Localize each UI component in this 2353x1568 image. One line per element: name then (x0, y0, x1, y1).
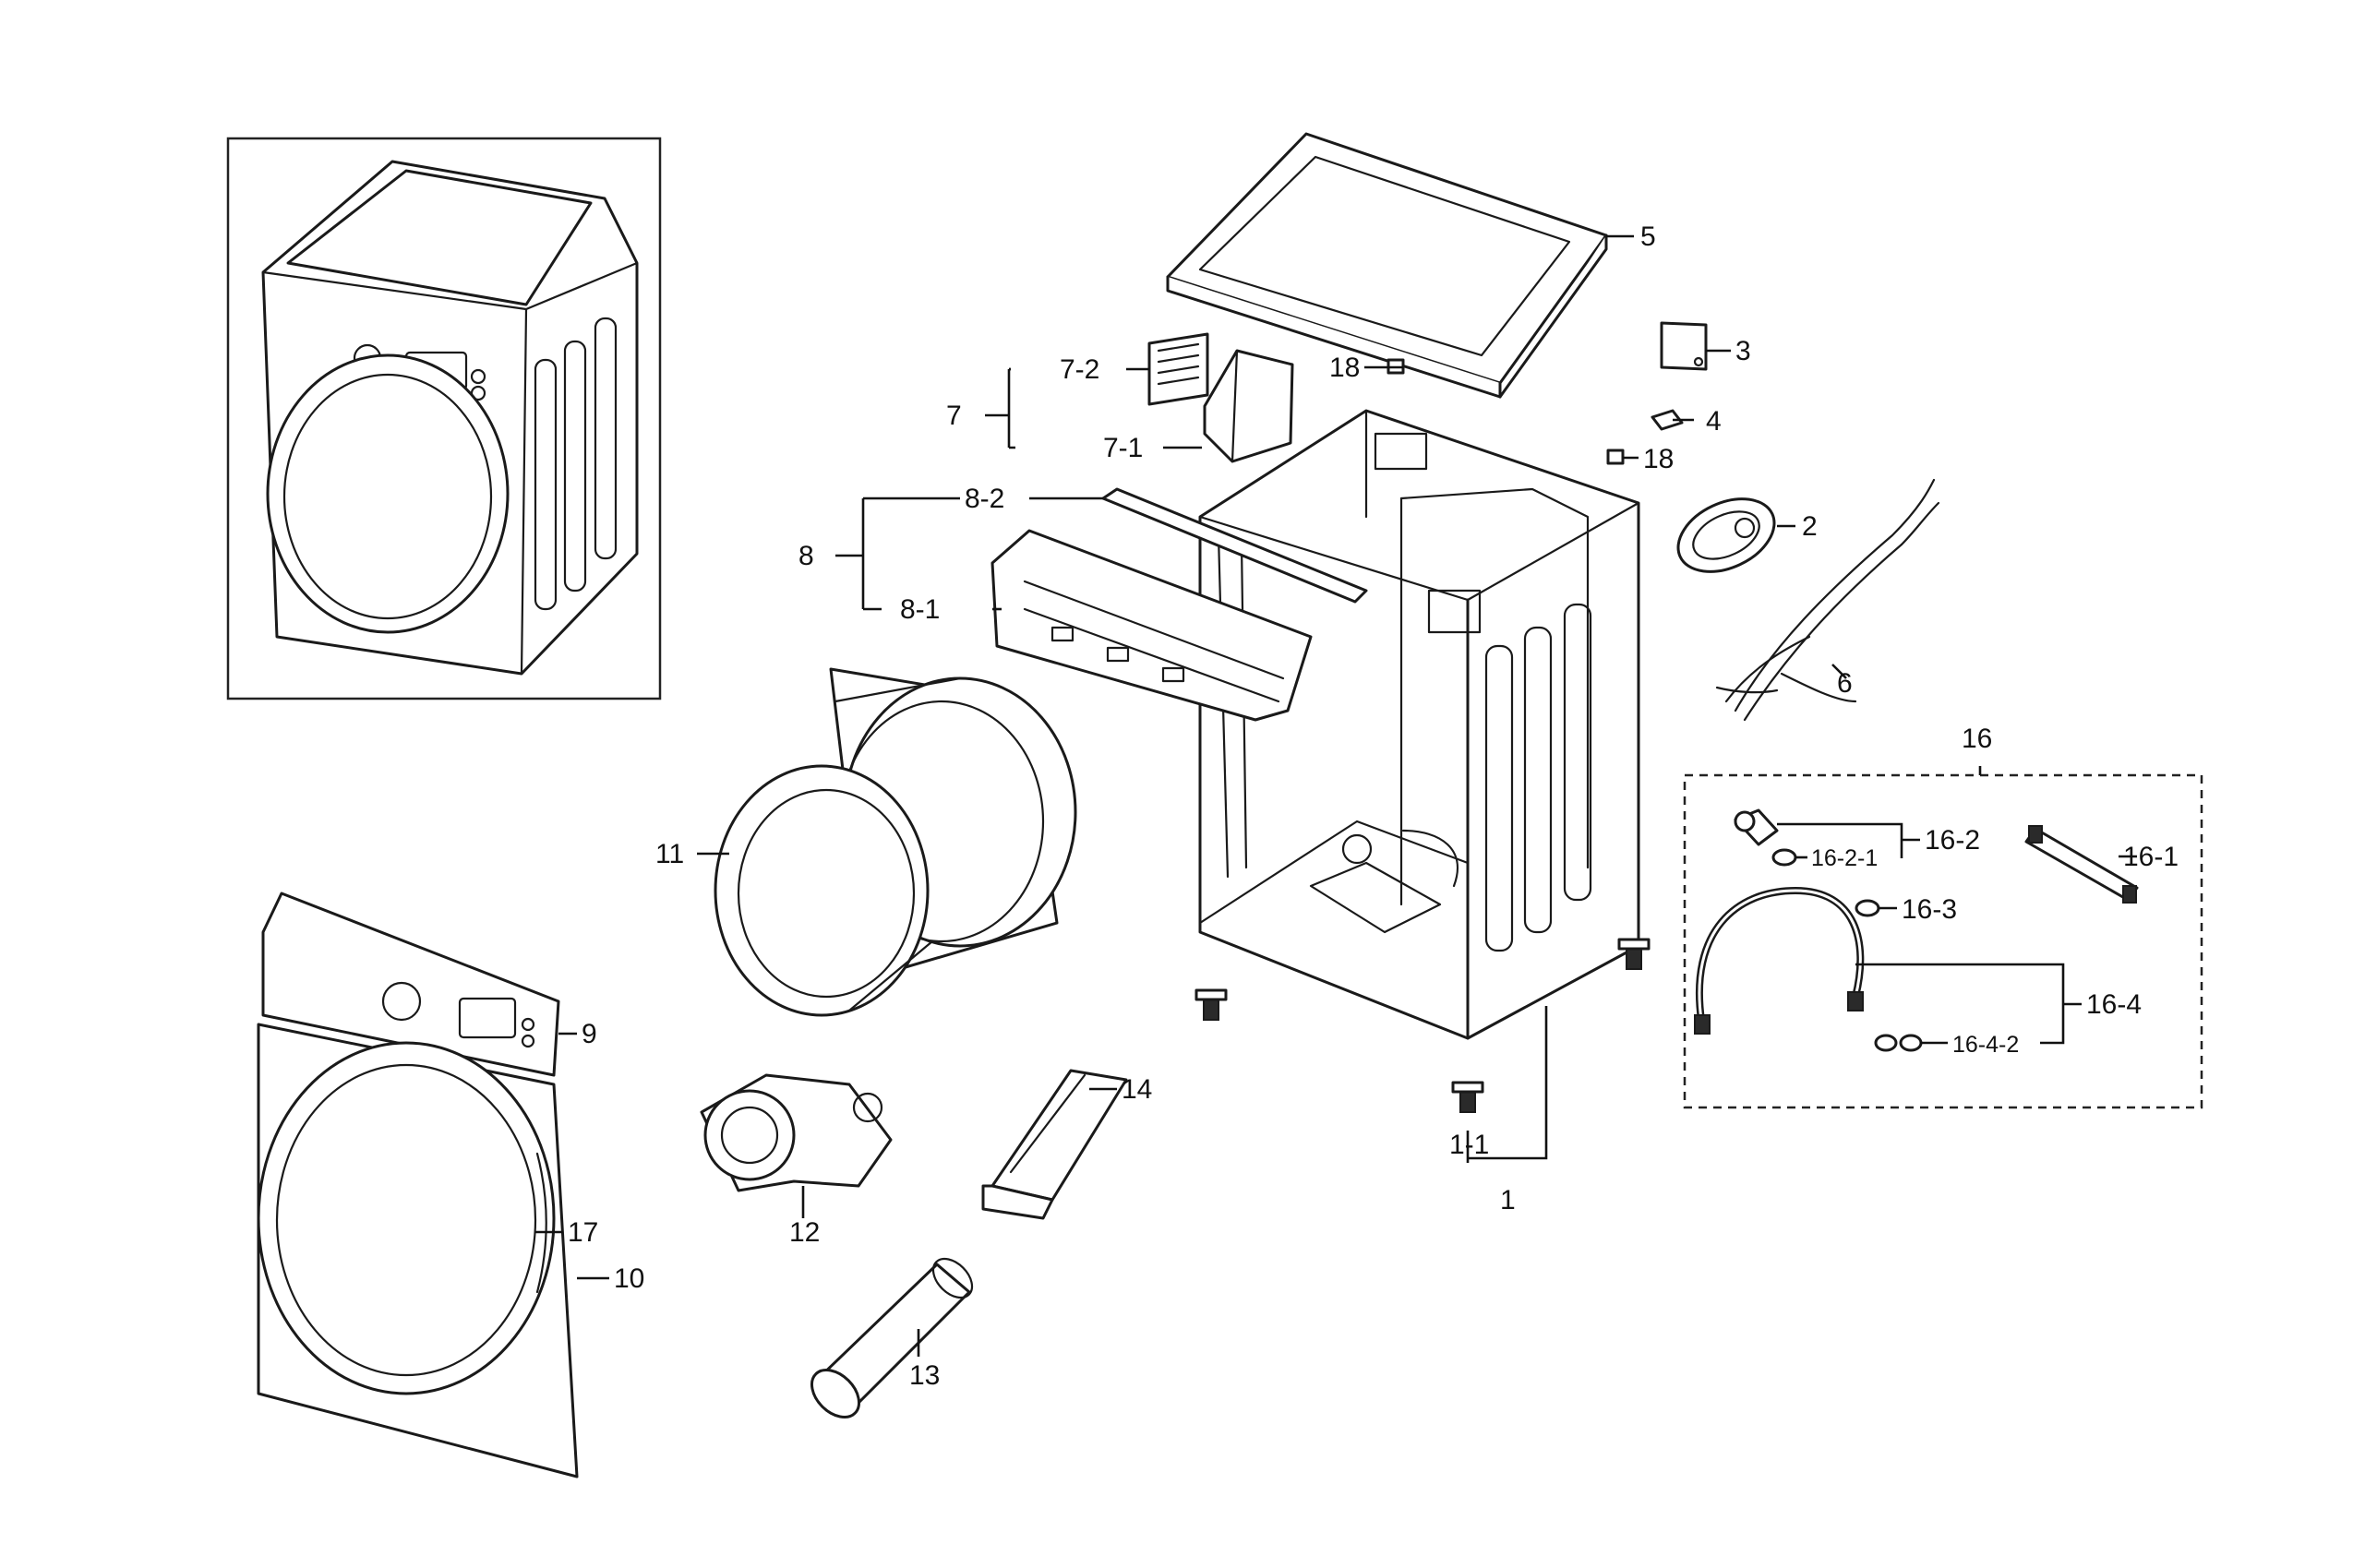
front-frame-part-8-1 (990, 529, 1313, 722)
callout-12: 12 (789, 1217, 820, 1248)
callout-16-2-1: 16-2-1 (1811, 845, 1878, 871)
callout-3: 3 (1735, 336, 1751, 366)
accessory-kit-part-16 (1683, 773, 2203, 1109)
blower-part-12 (700, 1073, 893, 1192)
callout-16-2: 16-2 (1925, 825, 1980, 856)
clip-part-18-side (1606, 449, 1625, 465)
callout-4: 4 (1706, 406, 1722, 437)
short-hose-part-16-1 (2024, 825, 2139, 904)
foot-2 (1451, 1081, 1484, 1113)
callout-1: 1 (1500, 1185, 1516, 1215)
cabinet-part-1 (1198, 409, 1640, 1040)
washer-part-16-4-2-b (1899, 1034, 1923, 1052)
washer-part-16-3 (1855, 899, 1880, 917)
heater-part-14 (981, 1069, 1128, 1220)
callout-11: 11 (655, 839, 684, 869)
front-panel-part-10 (257, 1023, 579, 1478)
callout-8: 8 (798, 541, 814, 571)
callout-17: 17 (568, 1217, 598, 1248)
pcb-part-3 (1660, 321, 1708, 371)
filter-part-7-2 (1147, 332, 1209, 406)
callout-10: 10 (614, 1263, 644, 1294)
callout-1-1: 1-1 (1449, 1130, 1489, 1160)
callout-14: 14 (1122, 1074, 1152, 1105)
foot-3 (1617, 938, 1651, 970)
callout-7: 7 (946, 401, 962, 431)
callout-labels: 5 3 4 18 18 2 6 7 7-2 7-1 8 8-2 8-1 11 9… (568, 221, 2179, 1391)
leveling-feet-part-1-1 (1195, 938, 1651, 1113)
y-connector-part-16-2 (1734, 808, 1779, 846)
callout-13: 13 (909, 1360, 940, 1391)
washer-part-16-2-1 (1771, 848, 1797, 867)
callout-7-1: 7-1 (1103, 433, 1143, 463)
drum-part-11 (714, 667, 1077, 1017)
rail-part-8-2 (1101, 487, 1368, 604)
assembled-dryer-inset (226, 137, 662, 700)
callout-16-4: 16-4 (2086, 989, 2142, 1020)
callout-16-4-2: 16-4-2 (1952, 1032, 2019, 1058)
callout-2: 2 (1802, 511, 1818, 542)
callout-8-2: 8-2 (965, 484, 1004, 514)
callout-18-top: 18 (1329, 353, 1360, 383)
callout-5: 5 (1640, 221, 1656, 252)
wire-harness-part-6 (1715, 478, 1940, 722)
leader-lines (535, 234, 2137, 1357)
vent-cover-part-2 (1676, 497, 1776, 573)
washer-part-16-4-2-a (1874, 1034, 1898, 1052)
callout-9: 9 (582, 1019, 597, 1049)
foot-1 (1195, 988, 1228, 1021)
callout-18-side: 18 (1643, 444, 1674, 474)
callout-7-2: 7-2 (1060, 354, 1099, 385)
long-hose-part-16-4 (1694, 887, 1865, 1035)
filter-housing-part-7-1 (1203, 349, 1294, 463)
callout-8-1: 8-1 (900, 594, 940, 625)
callout-16-3: 16-3 (1902, 894, 1957, 925)
callout-16: 16 (1962, 724, 1992, 754)
door-seal-part-17 (535, 1152, 547, 1294)
small-part-4 (1651, 409, 1684, 431)
callout-16-1: 16-1 (2123, 842, 2179, 872)
control-panel-part-9 (261, 892, 560, 1077)
callout-6: 6 (1837, 668, 1853, 699)
duct-part-13 (810, 1257, 974, 1418)
